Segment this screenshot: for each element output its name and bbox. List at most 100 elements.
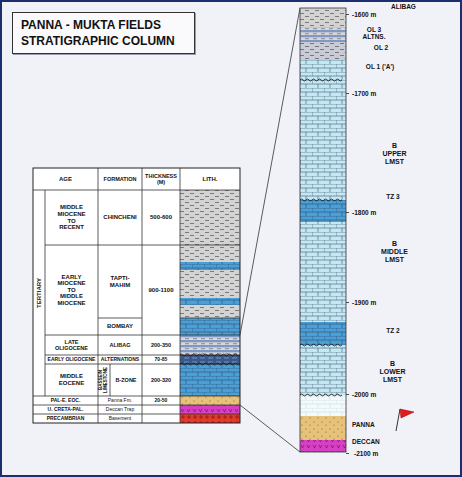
label-cell: EARLY MIOCENE TO MIDDLE MIOCENE	[45, 245, 98, 335]
lithology-band	[180, 298, 240, 305]
age-label: EARLY MIOCENE TO MIDDLE MIOCENE	[56, 274, 88, 307]
column-band	[300, 416, 346, 440]
label-cell: Deccan Trap	[98, 405, 142, 414]
expanded-column	[300, 8, 346, 452]
label-cell: MIDDLE MIOCENE TO RECENT	[45, 190, 98, 245]
label-cell: TZ 3	[378, 192, 408, 201]
zoom-lines	[240, 8, 300, 452]
column-band	[300, 8, 346, 27]
formation-name: TAPTI-MAHIM	[105, 275, 135, 288]
label-cell: OL 2	[366, 43, 396, 52]
age-label: EARLY OLIGOCENE	[48, 357, 96, 363]
depth-label: -1900 m	[352, 299, 376, 306]
title-text: PANNA - MUKTA FIELDS STRATIGRAPHIC COLUM…	[21, 17, 186, 49]
table-rule	[45, 335, 240, 336]
zoom-line	[240, 8, 300, 335]
formation-name: BOMBAY	[107, 323, 133, 330]
label-cell: TAPTI-MAHIM	[98, 245, 142, 318]
thickness-value: 500-600	[150, 214, 172, 221]
table-rule	[45, 190, 46, 396]
table-rule	[45, 245, 240, 246]
formation-name: Basement	[109, 416, 132, 422]
depth-tick	[346, 14, 349, 15]
label-cell: THICKNESS (M)	[142, 168, 180, 190]
table-rule	[33, 405, 240, 406]
zone-label: TZ 2	[386, 327, 399, 334]
zone-label: OL 1 ('A')	[366, 63, 394, 70]
lithology-band	[180, 190, 240, 245]
label-cell: -1800 m	[351, 208, 393, 217]
label-cell: 900-1100	[142, 245, 180, 335]
label-cell: ALTERNATIONS	[98, 355, 142, 364]
table-grid	[33, 168, 240, 423]
zone-label: B MIDDLE LMST	[380, 240, 409, 263]
zoom-line	[240, 405, 300, 452]
table-rule	[33, 414, 240, 415]
column-band	[300, 222, 346, 322]
lithology-band	[180, 414, 240, 423]
unconformity-line	[300, 344, 342, 346]
label-cell: Panna Fm.	[98, 396, 142, 405]
formation-name: Panna Fm.	[108, 398, 132, 404]
table-header: LITH.	[203, 176, 218, 183]
depth-label: -1700 m	[352, 90, 376, 97]
label-cell: 200-320	[142, 364, 180, 396]
label-cell: -1900 m	[351, 298, 393, 307]
label-cell: PANNA	[351, 420, 391, 429]
table-rule	[45, 364, 240, 365]
age-label: MIDDLE EOCENE	[56, 373, 88, 386]
table-rule	[180, 318, 240, 319]
depth-label: -1600 m	[352, 11, 376, 18]
table-border	[33, 168, 240, 423]
table-rule	[33, 396, 240, 397]
formation-name: ALTERNATIONS	[101, 357, 139, 363]
zone-label: PANNA	[352, 421, 375, 428]
formation-name: CHINCHENI	[103, 214, 136, 221]
unconformity-line	[300, 394, 342, 396]
label-cell: OL 1 ('A')	[355, 62, 405, 71]
flag-symbol	[396, 409, 414, 431]
unconformity-line	[300, 199, 342, 201]
table-ground	[33, 168, 240, 423]
lithology-band	[180, 245, 240, 318]
label-cell: AGE	[33, 168, 98, 190]
table-rule	[33, 190, 240, 191]
label-cell: 500-600	[142, 190, 180, 245]
formation-name: ALIBAG	[109, 342, 130, 348]
label-cell: PAL-E. EOC.	[33, 396, 98, 405]
column-band	[300, 395, 346, 416]
zone-label: ALIBAG	[391, 3, 416, 10]
column-band	[300, 42, 346, 60]
label-cell: ALIBAG	[390, 2, 430, 11]
flag-pole	[396, 409, 400, 431]
column-band	[300, 60, 346, 80]
label-cell: FORMATION	[98, 168, 142, 190]
label-cell: U. CRETA-PAL.	[33, 405, 98, 414]
label-cell: B MIDDLE LMST	[378, 238, 411, 266]
thickness-value: 900-1100	[148, 287, 173, 294]
lithology-column	[180, 190, 240, 423]
thickness-value: 200-350	[151, 342, 171, 348]
table-header: AGE	[59, 176, 72, 183]
label-cell: Basement	[98, 414, 142, 423]
label-cell: DECCAN	[351, 437, 391, 446]
lithology-band	[180, 405, 240, 414]
title-box: PANNA - MUKTA FIELDS STRATIGRAPHIC COLUM…	[12, 12, 195, 54]
formation-name: B-ZONE	[115, 377, 136, 383]
label-cell: B LOWER LMST	[376, 358, 409, 386]
label-cell: 70-85	[142, 355, 180, 364]
age-label: U. CRETA-PAL.	[48, 407, 84, 413]
column-band	[300, 27, 346, 42]
label-cell: TZ 2	[378, 326, 408, 335]
label-cell: OL 3 ALTNS.	[358, 24, 390, 42]
column-outline	[300, 8, 346, 452]
label-cell: LATE OLIGOCENE	[45, 335, 98, 355]
label-cell: -2000 m	[351, 390, 393, 399]
unconformity-line	[180, 363, 240, 365]
unconformities	[180, 79, 342, 396]
zone-label: B UPPER LMST	[380, 142, 409, 165]
zone-label: OL 3 ALTNS.	[359, 26, 389, 40]
label-cell: MIDDLE EOCENE	[45, 364, 98, 396]
